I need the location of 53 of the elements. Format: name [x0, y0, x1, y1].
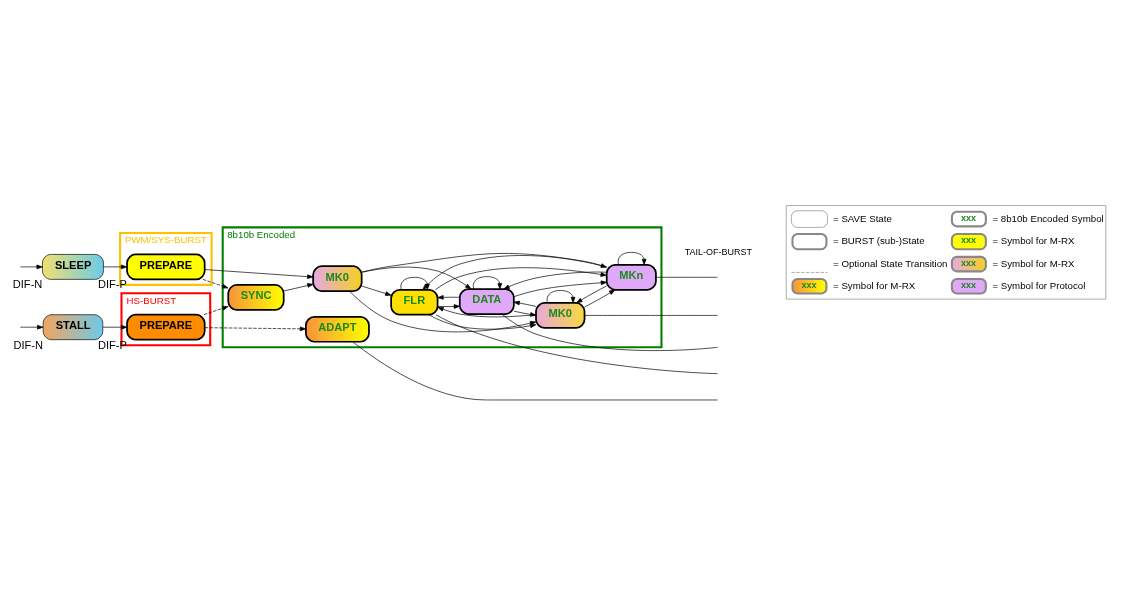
node-box: MK0 — [312, 264, 363, 292]
legend-label: = BURST (sub-)State — [833, 234, 925, 246]
arrow — [20, 264, 43, 269]
node-box: SYNC — [227, 283, 285, 311]
arrow — [437, 303, 461, 309]
arrow — [20, 324, 44, 329]
arrow — [584, 289, 616, 307]
label: xxx — [960, 257, 976, 268]
arrow — [435, 266, 607, 290]
arrow — [576, 285, 607, 303]
arrow — [546, 289, 576, 303]
node-box: MKn — [605, 263, 657, 291]
node-box: STALL — [42, 313, 104, 340]
arrow — [202, 278, 229, 288]
node-box: DATA — [458, 287, 515, 315]
legend-label: = Symbol for M-RX — [833, 279, 916, 291]
node-box: FLR — [390, 288, 439, 316]
node-box: MK0 — [535, 301, 586, 329]
connector — [584, 314, 718, 316]
connector — [352, 340, 718, 400]
node-label: DIF-P — [98, 277, 127, 290]
node-label: DIF-N — [12, 277, 43, 290]
arrow — [204, 326, 307, 331]
arrow — [437, 294, 461, 300]
arrow — [617, 251, 647, 265]
node-box: PREPARE — [126, 313, 206, 341]
label: xxx — [801, 279, 817, 290]
legend-label: = Symbol for Protocol — [992, 279, 1086, 291]
node-box: PREPARE — [126, 253, 206, 280]
label: xxx — [960, 212, 976, 223]
legend-label: = Symbol for M-RX — [992, 234, 1075, 246]
label: xxx — [960, 234, 976, 245]
arrow — [361, 252, 607, 272]
arrow — [204, 268, 314, 279]
legend-label: = SAVE State — [833, 212, 892, 224]
arrow — [472, 275, 503, 289]
arrow — [102, 324, 128, 329]
arrow — [103, 264, 128, 269]
legend-label: = Optional State Transition — [833, 257, 948, 269]
arrow — [503, 271, 607, 289]
arrow — [513, 280, 607, 297]
node-box: SLEEP — [42, 253, 104, 280]
label: xxx — [960, 279, 976, 290]
legend-label: = 8b10b Encoded Symbol — [992, 212, 1104, 224]
connector — [655, 276, 718, 278]
label: TAIL-OF-BURST — [684, 246, 752, 257]
arrow — [203, 305, 229, 315]
legend-label: = Symbol for M-RX — [992, 257, 1075, 269]
node-box: ADAPT — [305, 315, 370, 343]
arrow — [513, 300, 537, 307]
arrow — [283, 282, 314, 291]
node-label: DIF-N — [13, 338, 44, 351]
arrow — [361, 285, 392, 296]
